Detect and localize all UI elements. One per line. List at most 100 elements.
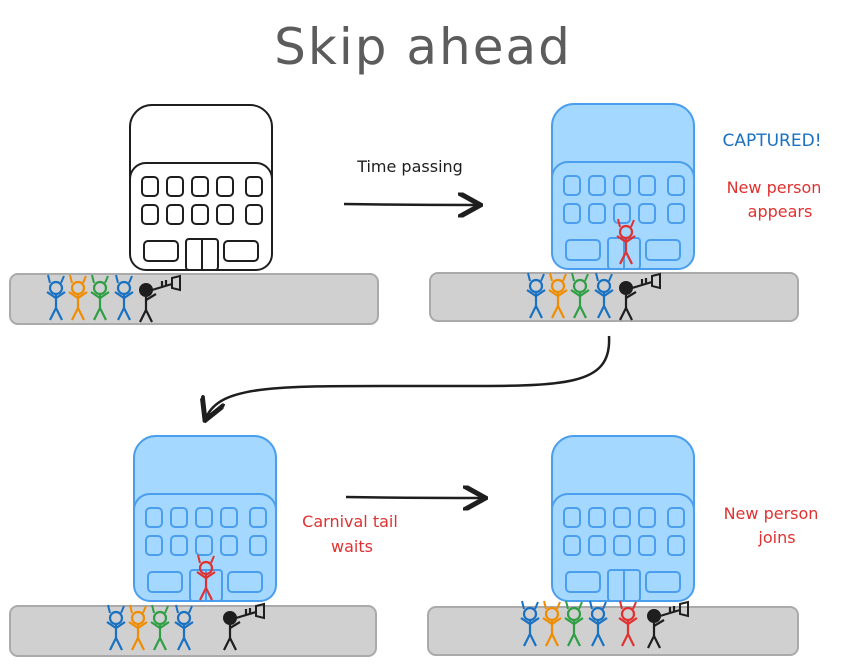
person-orange <box>542 600 562 647</box>
building <box>551 435 695 602</box>
new-person-joins-label-line2: joins <box>757 528 795 547</box>
building-window-wide <box>645 571 681 593</box>
time-passing-arrow: Time passing <box>343 157 478 205</box>
building-window <box>667 203 685 224</box>
trumpet-icon <box>235 608 257 620</box>
crowd <box>46 274 181 323</box>
person-orange <box>548 272 568 319</box>
new-person-joins-label: New person <box>724 504 819 523</box>
building-window <box>141 204 159 225</box>
captured-label: CAPTURED! <box>722 131 821 151</box>
person-orange <box>128 604 148 651</box>
building-window <box>588 507 606 528</box>
building-window <box>170 535 188 556</box>
crowd <box>106 602 265 651</box>
building-window <box>638 535 656 556</box>
building-window <box>613 535 631 556</box>
building-window <box>588 535 606 556</box>
building-window <box>563 507 581 528</box>
road <box>427 606 799 656</box>
trumpet-player <box>619 272 661 321</box>
trumpet-icon <box>659 606 681 618</box>
building-window-wide <box>565 239 601 261</box>
building-window-wide <box>227 571 263 593</box>
building-window <box>195 535 213 556</box>
building-window-wide <box>645 239 681 261</box>
person-new-red <box>618 600 638 647</box>
person-green <box>150 604 170 651</box>
person-blue <box>520 600 540 647</box>
building-window <box>667 175 685 196</box>
road <box>9 605 377 657</box>
person-blue <box>106 604 126 651</box>
trumpet-player <box>647 600 689 649</box>
building-window <box>588 203 606 224</box>
building-window <box>220 535 238 556</box>
person-blue <box>114 274 134 321</box>
panel-joins: New person joins <box>427 435 819 656</box>
building-window <box>141 176 159 197</box>
building-window <box>563 203 581 224</box>
building-window <box>563 535 581 556</box>
new-person-appears-label: New person <box>727 178 822 197</box>
person-orange <box>68 274 88 321</box>
person-new-red <box>196 554 216 601</box>
building-window <box>245 176 263 197</box>
building-window <box>166 176 184 197</box>
carnival-tail-label-line2: waits <box>331 537 373 556</box>
panel-tail-waits: Carnival tail waits <box>9 435 398 657</box>
building-window <box>145 535 163 556</box>
trumpet-player <box>139 274 181 323</box>
building-window-wide <box>223 240 259 262</box>
building <box>551 103 695 270</box>
person-green <box>90 274 110 321</box>
person-blue <box>46 274 66 321</box>
building-window <box>245 204 263 225</box>
person-blue <box>594 272 614 319</box>
building-window <box>588 175 606 196</box>
time-passing-label: Time passing <box>356 157 463 176</box>
crowd <box>526 272 661 321</box>
person-blue <box>588 600 608 647</box>
carnival-tail-label: Carnival tail <box>302 512 398 531</box>
person-green <box>564 600 584 647</box>
trumpet-icon <box>151 280 173 292</box>
person-green <box>570 272 590 319</box>
building-window <box>195 507 213 528</box>
person-new-red <box>616 218 636 265</box>
person-blue <box>526 272 546 319</box>
building-window <box>563 175 581 196</box>
road <box>9 273 379 325</box>
building-window <box>638 507 656 528</box>
building-window <box>170 507 188 528</box>
panel-start <box>9 104 379 325</box>
building-window-wide <box>143 240 179 262</box>
crowd <box>520 600 689 649</box>
building-window <box>613 203 631 224</box>
panel-captured: CAPTURED! New person appears <box>429 103 822 322</box>
building-window-wide <box>147 571 183 593</box>
building <box>129 104 273 271</box>
building-window-wide <box>565 571 601 593</box>
building <box>133 435 277 602</box>
new-person-appears-label-line2: appears <box>748 202 813 221</box>
diagram-title: Skip ahead <box>274 18 572 76</box>
trumpet-icon <box>631 278 653 290</box>
building-window <box>613 175 631 196</box>
building-window <box>249 535 267 556</box>
building-window <box>249 507 267 528</box>
building-window <box>191 204 209 225</box>
building-window <box>191 176 209 197</box>
building-window <box>638 203 656 224</box>
building-window <box>145 507 163 528</box>
transition-arrow-curved <box>206 335 611 418</box>
building-window <box>667 507 685 528</box>
building-window <box>667 535 685 556</box>
person-blue <box>174 604 194 651</box>
road <box>429 272 799 322</box>
building-window <box>216 204 234 225</box>
building-window <box>220 507 238 528</box>
building-window <box>166 204 184 225</box>
building-window <box>613 507 631 528</box>
